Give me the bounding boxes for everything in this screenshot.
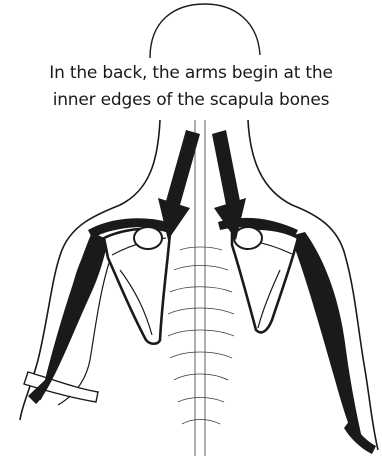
caption-line-2: inner edges of the scapula bones bbox=[0, 92, 382, 109]
left-shoulder-joint bbox=[134, 227, 162, 249]
head-outline bbox=[150, 4, 260, 58]
right-humerus bbox=[290, 232, 362, 440]
caption-line-1: In the back, the arms begin at the bbox=[0, 65, 382, 82]
right-forearm bbox=[344, 420, 376, 454]
left-arrow bbox=[158, 130, 200, 240]
